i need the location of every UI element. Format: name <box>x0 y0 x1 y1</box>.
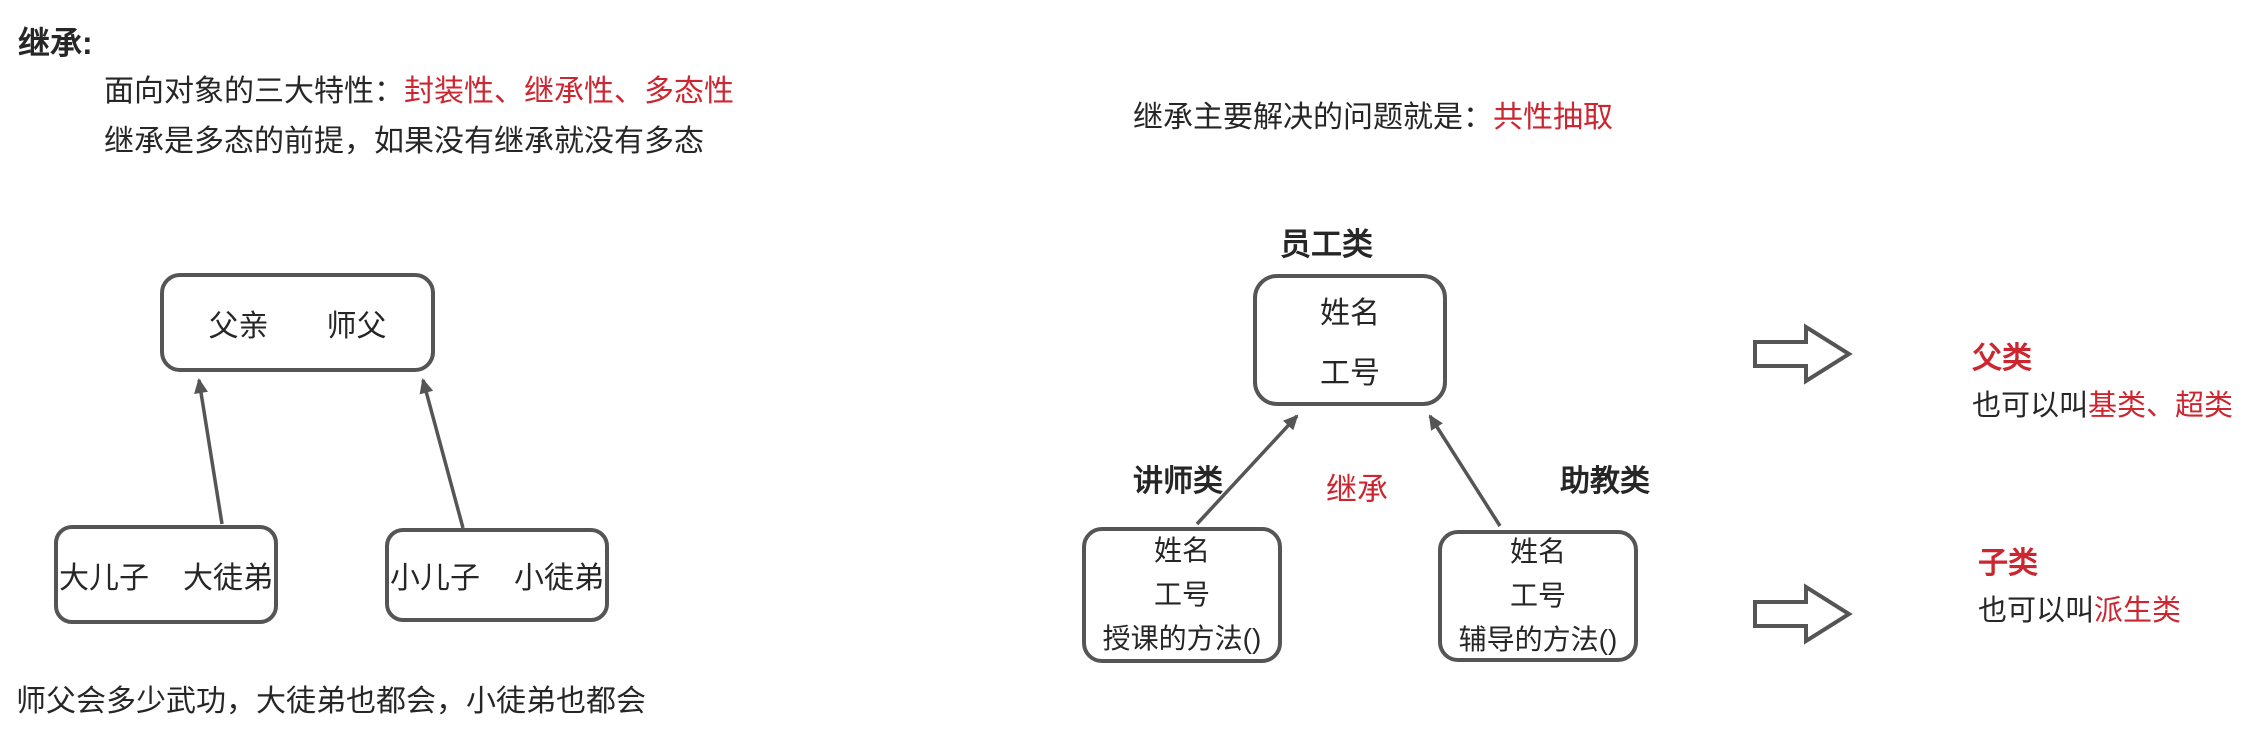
inheritance-relation-label: 继承 <box>1326 472 1388 507</box>
inheritance-question-value: 共性抽取 <box>1493 101 1613 134</box>
node-eldest-son-apprentice: 大儿子 大徒弟 <box>54 525 278 624</box>
node-youngest-son-apprentice: 小儿子 小徒弟 <box>385 528 609 622</box>
inheritance-question-label: 继承主要解决的问题就是： <box>1133 101 1493 134</box>
parent-alias-value: 基类、超类 <box>2088 390 2234 422</box>
kungfu-caption: 师父会多少武功，大徒弟也都会，小徒弟也都会 <box>16 685 646 718</box>
lecturer-method-teach: 授课的方法() <box>1102 623 1262 654</box>
lecturer-field-name: 姓名 <box>1153 535 1210 566</box>
lecturer-field-id: 工号 <box>1153 579 1210 610</box>
inheritance-question-line: 继承主要解决的问题就是：共性抽取 <box>1133 100 1613 136</box>
node-employee-class: 姓名 工号 <box>1253 274 1447 406</box>
employee-class-title: 员工类 <box>1280 227 1373 262</box>
assistant-field-id: 工号 <box>1509 580 1566 611</box>
oop-traits-value: 封装性、继承性、多态性 <box>404 75 734 108</box>
lecturer-class-title: 讲师类 <box>1133 465 1223 498</box>
employee-field-name: 姓名 <box>1320 297 1380 330</box>
node-assistant-class: 姓名 工号 辅导的方法() <box>1438 530 1638 662</box>
node-master-label: 师父 <box>326 309 387 343</box>
child-class-term: 子类 <box>1978 547 2038 580</box>
parent-class-term: 父类 <box>1972 342 2032 375</box>
oop-traits-label: 面向对象的三大特性： <box>104 75 404 108</box>
assistant-class-title: 助教类 <box>1560 465 1650 498</box>
assistant-method-tutor: 辅导的方法() <box>1458 624 1618 655</box>
node-youngest-son-label: 小儿子 <box>390 562 480 595</box>
parent-alias-label: 也可以叫 <box>1972 390 2089 422</box>
node-youngest-apprentice-label: 小徒弟 <box>514 562 604 595</box>
node-eldest-apprentice-label: 大徒弟 <box>183 561 273 595</box>
block-arrow-parent-icon <box>1753 323 1853 385</box>
child-alias-label: 也可以叫 <box>1978 595 2095 627</box>
arrow-youngest-son-to-father <box>419 378 465 529</box>
parent-class-alias-line: 也可以叫基类、超类 <box>1972 389 2233 423</box>
block-arrow-child-icon <box>1753 583 1853 645</box>
assistant-field-name: 姓名 <box>1509 536 1566 567</box>
node-father-master: 父亲 师父 <box>160 273 435 372</box>
child-class-alias-line: 也可以叫派生类 <box>1978 594 2181 628</box>
child-alias-value: 派生类 <box>2094 595 2182 627</box>
employee-field-id: 工号 <box>1320 357 1380 390</box>
node-father-label: 父亲 <box>208 309 269 343</box>
arrow-assistant-to-employee <box>1428 414 1502 527</box>
arrow-eldest-son-to-father <box>194 378 224 525</box>
node-lecturer-class: 姓名 工号 授课的方法() <box>1082 527 1282 663</box>
page-title: 继承: <box>18 25 93 61</box>
inheritance-premise-line: 继承是多态的前提，如果没有继承就没有多态 <box>104 125 704 158</box>
node-eldest-son-label: 大儿子 <box>59 561 149 595</box>
oop-traits-line: 面向对象的三大特性：封装性、继承性、多态性 <box>104 74 734 110</box>
